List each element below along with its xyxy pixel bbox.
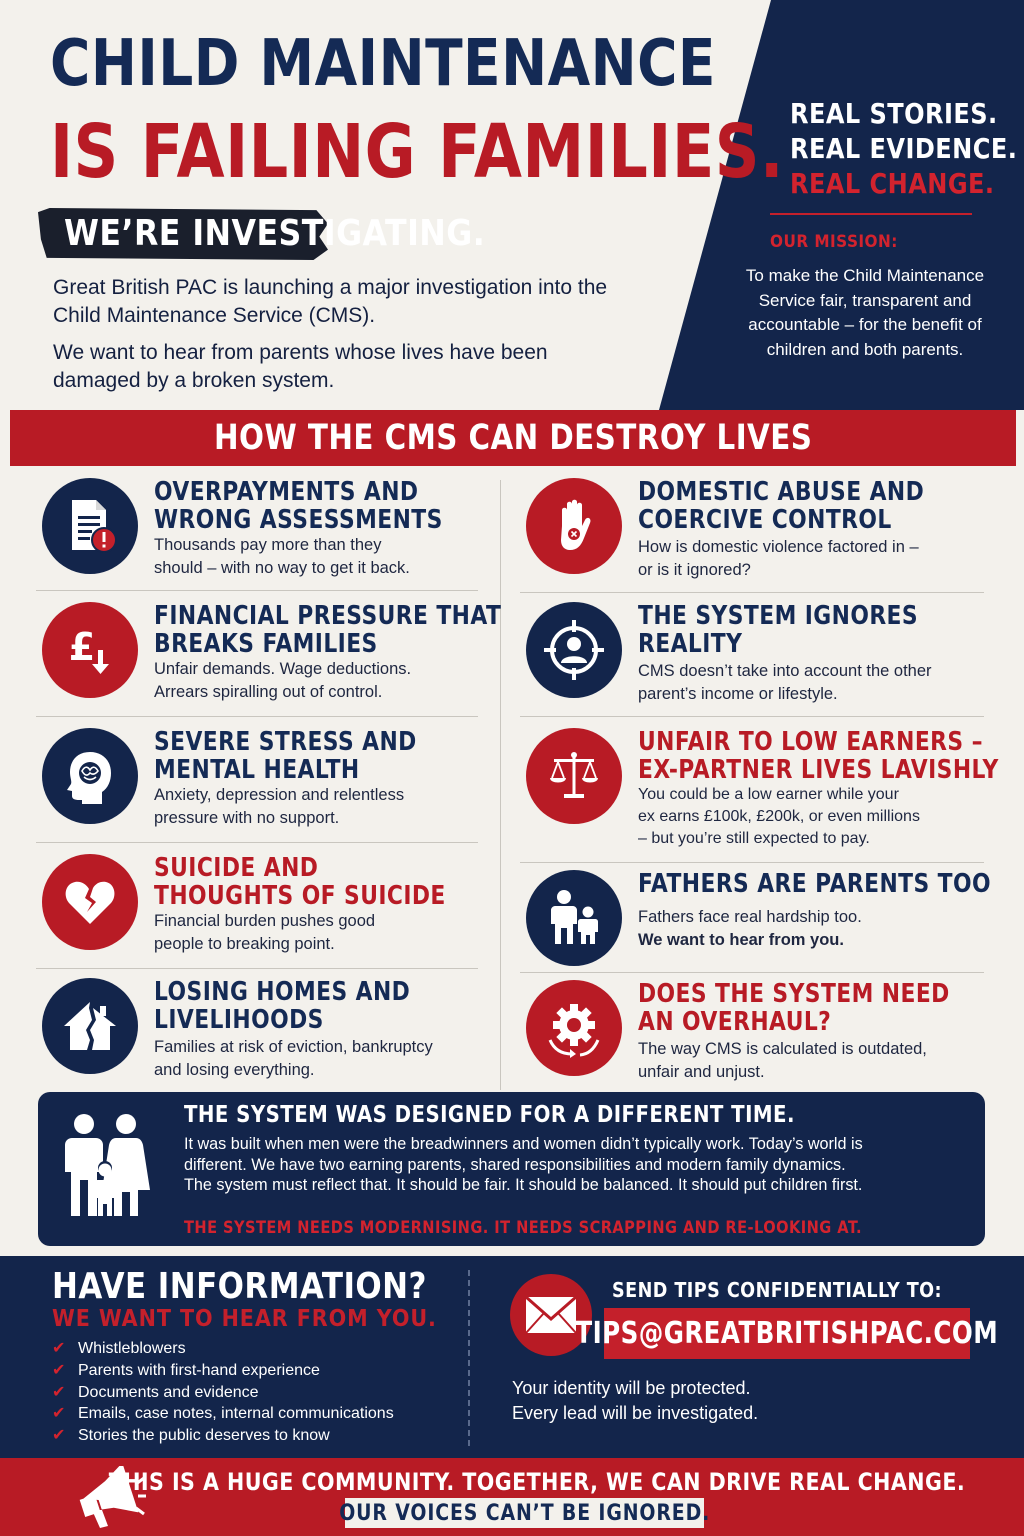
scales-icon [526,728,622,824]
family-icon [56,1110,156,1225]
email-link[interactable]: TIPS@GREATBRITISHPAC.COM [576,1308,998,1359]
header: CHILD MAINTENANCE IS FAILING FAMILIES. W… [0,0,1024,410]
designed-cta: THE SYSTEM NEEDS MODERNISING. IT NEEDS S… [184,1218,863,1238]
bottom-banner: THIS IS A HUGE COMMUNITY. TOGETHER, WE C… [0,1458,1024,1536]
tagline-evidence: REAL EVIDENCE. [790,132,1018,165]
tagline-divider [770,213,972,215]
row-separator [36,968,478,969]
brain-head-icon [42,728,138,824]
investigating-heading: WE’RE INVESTIGATING. [64,213,486,254]
issue-title: FATHERS ARE PARENTS TOO [638,869,991,899]
voices-statement: OUR VOICES CAN’T BE IGNORED. [339,1500,711,1526]
megaphone-icon [76,1462,146,1536]
list-item: ✔Documents and evidence [52,1382,394,1404]
tagline-stories: REAL STORIES. [790,97,998,130]
send-tips-label: SEND TIPS CONFIDENTIALLY TO: [612,1278,943,1302]
pound-down-icon: £ [42,602,138,698]
target-person-icon [526,602,622,698]
footer: HAVE INFORMATION? WE WANT TO HEAR FROM Y… [0,1256,1024,1458]
issue-description: Families at risk of eviction, bankruptcy… [154,1038,433,1079]
tagline-change: REAL CHANGE. [790,167,995,200]
mission-label: OUR MISSION: [770,232,898,252]
issue-low-earners: UNFAIR TO LOW EARNERS –EX-PARTNER LIVES … [526,728,1006,858]
gear-cycle-icon [526,980,622,1076]
mission-text: To make the Child Maintenance Service fa… [745,266,985,359]
list-item: ✔Stories the public deserves to know [52,1425,394,1447]
svg-text:£: £ [69,625,95,669]
envelope-icon [510,1274,592,1356]
tagline: REAL STORIES. REAL EVIDENCE. REAL CHANGE… [790,96,1018,201]
identity-protected-text: Your identity will be protected. [512,1378,751,1398]
row-separator [520,862,984,863]
father-child-icon [526,870,622,966]
page-title-line2: IS FAILING FAMILIES. [50,109,784,195]
want-to-hear-subheading: WE WANT TO HEAR FROM YOU. [52,1306,437,1332]
check-icon: ✔ [52,1361,66,1379]
check-icon: ✔ [52,1340,66,1357]
designed-title: THE SYSTEM WAS DESIGNED FOR A DIFFERENT … [184,1102,795,1128]
row-separator [36,590,478,591]
community-statement: THIS IS A HUGE COMMUNITY. TOGETHER, WE C… [108,1468,966,1496]
section-banner-title: HOW THE CMS CAN DESTROY LIVES [213,418,813,458]
check-icon: ✔ [52,1427,66,1445]
broken-heart-icon [42,854,138,950]
broken-house-icon [42,978,138,1074]
designed-body: It was built when men were the breadwinn… [184,1135,863,1194]
brush-stroke-bar [38,208,328,260]
issue-description: Unfair demands. Wage deductions.Arrears … [154,660,412,701]
row-separator [520,716,984,717]
row-separator [520,972,984,973]
checklist: ✔Whistleblowers ✔Parents with first-hand… [52,1338,394,1447]
check-icon: ✔ [52,1383,66,1401]
lead-investigated-text: Every lead will be investigated. [512,1403,759,1423]
row-separator [36,716,478,717]
document-warning-icon [42,478,138,574]
page-title-line1: CHILD MAINTENANCE [50,27,716,101]
list-item: ✔Whistleblowers [52,1338,394,1360]
list-item: ✔Parents with first-hand experience [52,1360,394,1382]
designed-box: THE SYSTEM WAS DESIGNED FOR A DIFFERENT … [38,1092,985,1246]
email-address: TIPS@GREATBRITISHPAC.COM [575,1316,999,1351]
issue-description: The way CMS is calculated is outdated,un… [638,1040,927,1081]
grid-divider [500,480,501,1090]
row-separator [520,592,984,593]
issue-title: UNFAIR TO LOW EARNERS –EX-PARTNER LIVES … [638,727,999,785]
intro-paragraph-2: We want to hear from parents whose lives… [53,341,548,392]
section-banner: HOW THE CMS CAN DESTROY LIVES [10,410,1016,466]
issue-description: How is domestic violence factored in –or… [638,538,919,579]
header-light-panel [0,0,771,410]
list-item: ✔Emails, case notes, internal communicat… [52,1403,394,1425]
issue-fathers: FATHERS ARE PARENTS TOO Fathers face rea… [526,870,1006,970]
row-separator [36,842,478,843]
intro-paragraph-1: Great British PAC is launching a major i… [53,276,608,327]
issue-description: Fathers face real hardship too.We want t… [638,908,862,949]
have-information-heading: HAVE INFORMATION? [52,1266,427,1307]
stop-hand-icon [526,478,622,574]
check-icon: ✔ [52,1405,66,1423]
voices-box: OUR VOICES CAN’T BE IGNORED. [339,1498,709,1528]
footer-divider [468,1270,470,1446]
